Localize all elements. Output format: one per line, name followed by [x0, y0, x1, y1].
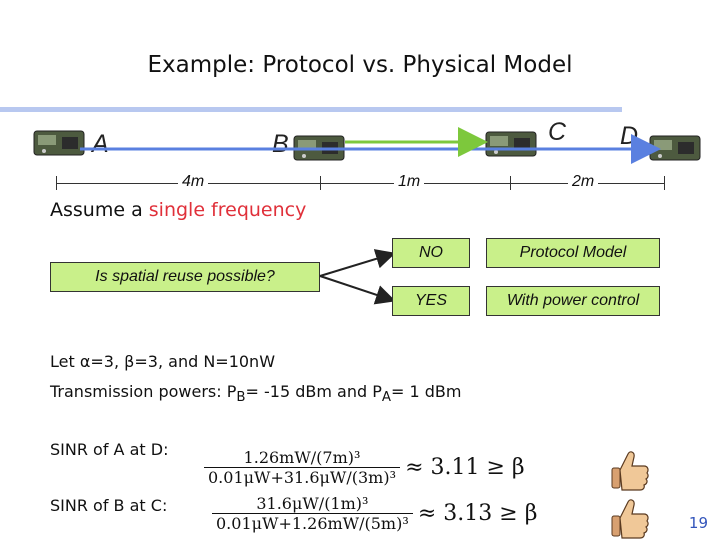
assumption-text: Assume a single frequency — [50, 199, 306, 221]
alpha-symbol: α — [79, 352, 91, 371]
sensor-mote-a-icon — [33, 130, 85, 156]
link-arrows — [80, 127, 661, 164]
distance-line — [56, 183, 664, 184]
page-number: 19 — [688, 514, 708, 532]
sinr-a-result: ≈ 3.11 ≥ β — [405, 455, 525, 480]
thumbs-up-icon — [611, 451, 649, 491]
power-control-box: With power control — [486, 286, 660, 316]
powers-sub-a: A — [381, 390, 391, 406]
assumption-highlight: single frequency — [148, 199, 307, 221]
sinr-a-label: SINR of A at D: — [50, 440, 169, 459]
question-box: Is spatial reuse possible? — [50, 262, 320, 292]
branch-arrows — [319, 249, 396, 305]
powers-prefix: Transmission powers: P — [50, 382, 237, 401]
params-prefix: Let — [50, 352, 80, 371]
sinr-a-fraction: 1.26mW/(7m)³ 0.01μW+31.6μW/(3m)³ — [204, 448, 400, 487]
node-c-label: C — [548, 118, 567, 146]
powers-sub-b: B — [236, 390, 246, 406]
sinr-b-label: SINR of B at C: — [50, 496, 168, 515]
node-a-label: A — [92, 130, 109, 158]
distance-tick-b — [320, 176, 321, 190]
distance-tick-d — [664, 176, 665, 190]
parameters-line: Let α=3, β=3, and N=10nW — [50, 352, 275, 371]
sensor-mote-d-icon — [649, 135, 701, 161]
sinr-b-numerator: 31.6μW/(1m)³ — [212, 494, 413, 514]
powers-mid: = -15 dBm and P — [245, 382, 382, 401]
answer-no-box: NO — [392, 238, 470, 268]
answer-yes-box: YES — [392, 286, 470, 316]
protocol-model-box: Protocol Model — [486, 238, 660, 268]
powers-line: Transmission powers: PB= -15 dBm and PA=… — [50, 382, 461, 405]
assumption-prefix: Assume a — [50, 199, 149, 221]
params-text-2: =3, and N=10nW — [134, 352, 276, 371]
node-b-label: B — [272, 130, 289, 158]
distance-cd-label: 2m — [568, 173, 599, 191]
slide-title: Example: Protocol vs. Physical Model — [147, 52, 573, 78]
distance-tick-c — [510, 176, 511, 190]
distance-ab-label: 4m — [178, 173, 209, 191]
sinr-a-denominator: 0.01μW+31.6μW/(3m)³ — [208, 468, 396, 487]
thumbs-up-icon — [611, 499, 649, 539]
beta-symbol: β — [124, 352, 135, 371]
sinr-b-formula: 31.6μW/(1m)³ 0.01μW+1.26mW/(5m)³ ≈ 3.13 … — [212, 494, 537, 540]
distance-bc-label: 1m — [394, 173, 425, 191]
distance-tick-a — [56, 176, 57, 190]
sinr-b-denominator: 0.01μW+1.26mW/(5m)³ — [216, 514, 409, 533]
sinr-b-result: ≈ 3.13 ≥ β — [417, 501, 538, 526]
sinr-b-fraction: 31.6μW/(1m)³ 0.01μW+1.26mW/(5m)³ — [212, 494, 413, 533]
sinr-a-formula: 1.26mW/(7m)³ 0.01μW+31.6μW/(3m)³ ≈ 3.11 … — [204, 448, 525, 494]
title-divider — [0, 107, 622, 112]
params-text-1: =3, — [90, 352, 125, 371]
powers-suffix: = 1 dBm — [391, 382, 462, 401]
sinr-a-numerator: 1.26mW/(7m)³ — [204, 448, 400, 468]
